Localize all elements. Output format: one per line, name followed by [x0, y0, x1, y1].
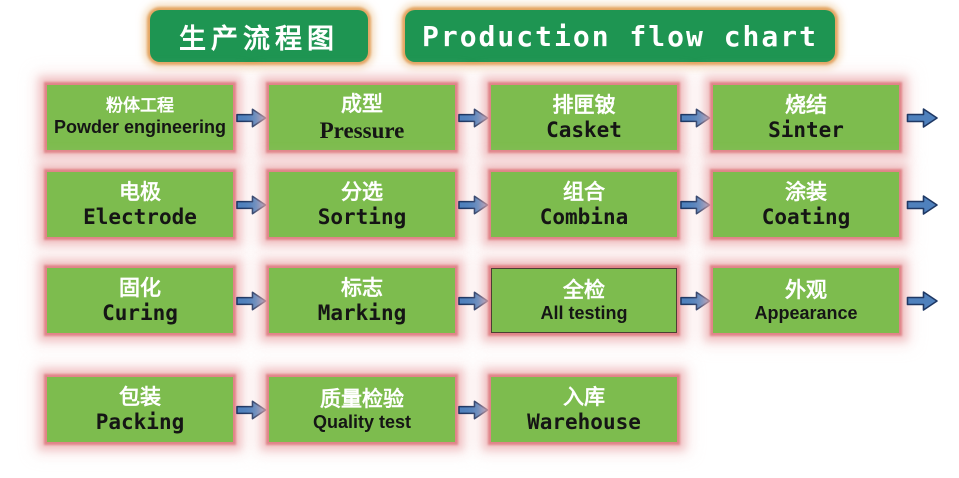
right-block-arrow-icon	[906, 194, 938, 215]
flow-arrow-row-continue	[899, 193, 941, 217]
flow-row-3: 固化 Curing 标志 Marking 全检 All testing 外观 A…	[47, 268, 941, 333]
step-label-cn: 涂装	[785, 179, 827, 204]
step-label-en: Marking	[317, 301, 407, 326]
step-label-cn: 电极	[119, 179, 161, 204]
step-label-en: Packing	[95, 410, 185, 435]
chart-title-chinese-label: 生产流程图	[179, 23, 339, 55]
step-label-en: Sinter	[768, 118, 844, 143]
step-sinter: 烧结 Sinter	[713, 85, 899, 150]
chart-title-chinese: 生产流程图	[150, 10, 368, 62]
step-all-testing: 全检 All testing	[491, 268, 677, 333]
step-label-en: Combina	[539, 205, 629, 230]
flow-arrow-row-continue	[899, 289, 941, 313]
step-marking: 标志 Marking	[269, 268, 455, 333]
flow-arrow	[677, 106, 713, 130]
step-packing: 包装 Packing	[47, 377, 233, 442]
step-label-en: Quality test	[312, 411, 412, 432]
step-label-en: Coating	[761, 205, 851, 230]
step-curing: 固化 Curing	[47, 268, 233, 333]
step-label-cn: 成型	[341, 91, 383, 116]
right-block-arrow-icon	[906, 290, 938, 311]
step-label-cn: 排匣铍	[552, 92, 616, 117]
step-coating: 涂装 Coating	[713, 172, 899, 237]
step-warehouse: 入库 Warehouse	[491, 377, 677, 442]
flow-arrow	[233, 193, 269, 217]
step-label-en: All testing	[540, 302, 628, 323]
step-label-en: Warehouse	[527, 410, 641, 435]
right-block-arrow-icon	[679, 195, 710, 214]
right-block-arrow-icon	[235, 291, 266, 310]
flow-arrow	[455, 106, 491, 130]
flow-arrow	[455, 398, 491, 422]
flow-arrow	[455, 193, 491, 217]
flow-row-2: 电极 Electrode 分选 Sorting 组合 Combina 涂装 Co…	[47, 172, 941, 237]
step-label-cn: 标志	[341, 275, 383, 300]
step-pressure: 成型 Pressure	[269, 85, 455, 150]
step-quality-test: 质量检验 Quality test	[269, 377, 455, 442]
step-powder-engineering: 粉体工程 Powder engineering	[47, 85, 233, 150]
step-appearance: 外观 Appearance	[713, 268, 899, 333]
step-label-cn: 质量检验	[320, 386, 404, 411]
chart-title-english: Production flow chart	[405, 10, 835, 62]
step-label-en: Electrode	[83, 205, 197, 230]
flow-arrow-row-continue	[899, 106, 941, 130]
step-label-en: Pressure	[319, 117, 405, 143]
step-label-en: Curing	[102, 301, 178, 326]
flow-arrow	[677, 193, 713, 217]
right-block-arrow-icon	[457, 291, 488, 310]
step-label-cn: 入库	[563, 384, 605, 409]
step-casket: 排匣铍 Casket	[491, 85, 677, 150]
flow-arrow	[233, 398, 269, 422]
step-label-en: Powder engineering	[53, 117, 227, 138]
step-label-cn: 粉体工程	[106, 96, 174, 117]
right-block-arrow-icon	[235, 108, 266, 127]
right-block-arrow-icon	[235, 400, 266, 419]
step-sorting: 分选 Sorting	[269, 172, 455, 237]
flow-arrow	[233, 106, 269, 130]
step-label-cn: 包装	[119, 384, 161, 409]
step-combina: 组合 Combina	[491, 172, 677, 237]
right-block-arrow-icon	[235, 195, 266, 214]
step-electrode: 电极 Electrode	[47, 172, 233, 237]
right-block-arrow-icon	[457, 400, 488, 419]
right-block-arrow-icon	[679, 108, 710, 127]
step-label-cn: 组合	[563, 179, 605, 204]
right-block-arrow-icon	[457, 195, 488, 214]
right-block-arrow-icon	[457, 108, 488, 127]
step-label-cn: 烧结	[785, 92, 827, 117]
step-label-cn: 固化	[119, 275, 161, 300]
flow-row-1: 粉体工程 Powder engineering 成型 Pressure 排匣铍 …	[47, 85, 941, 150]
step-label-cn: 分选	[341, 179, 383, 204]
step-label-en: Sorting	[317, 205, 407, 230]
right-block-arrow-icon	[906, 107, 938, 128]
flow-arrow	[677, 289, 713, 313]
right-block-arrow-icon	[679, 291, 710, 310]
step-label-en: Casket	[546, 118, 622, 143]
flow-row-4: 包装 Packing 质量检验 Quality test 入库 Warehous…	[47, 377, 677, 442]
step-label-cn: 全检	[563, 277, 605, 302]
step-label-en: Appearance	[754, 302, 858, 323]
flow-arrow	[455, 289, 491, 313]
flow-arrow	[233, 289, 269, 313]
step-label-cn: 外观	[785, 277, 827, 302]
chart-title-english-label: Production flow chart	[421, 19, 818, 53]
